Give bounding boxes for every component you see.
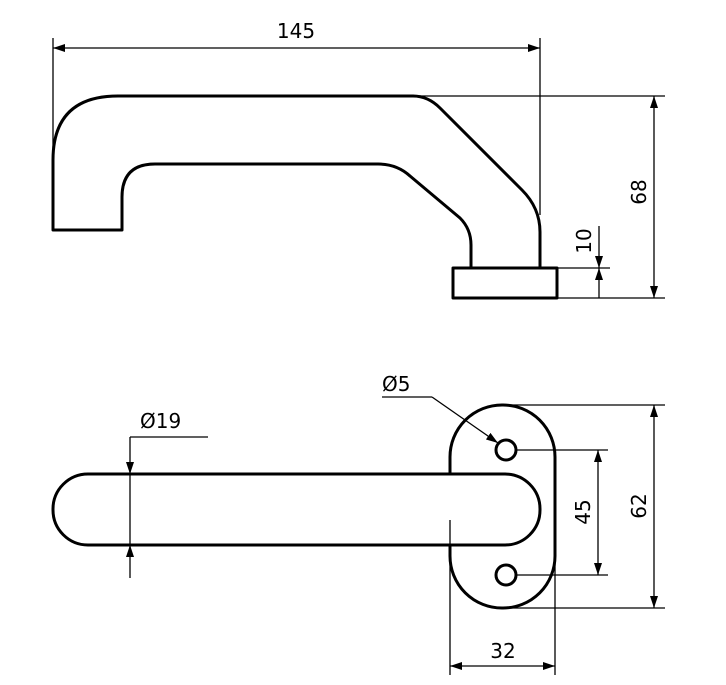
side-view: 145 68 10 (51, 19, 665, 300)
leader-line (431, 396, 499, 444)
dim-rose-width-label: 32 (490, 639, 515, 663)
grip-bar (51, 472, 542, 547)
dim-rose-length-label: 62 (627, 493, 651, 518)
dim-rose-thickness-label: 10 (572, 228, 596, 253)
rose-side-view (451, 266, 559, 300)
screw-hole-top (494, 438, 518, 462)
dim-hole-diameter-label: Ø5 (382, 372, 410, 396)
dim-length-label: 145 (277, 19, 315, 43)
dim-height-label: 68 (627, 179, 651, 204)
handle-side-profile (51, 94, 542, 270)
dim-hole-spacing-label: 45 (571, 499, 595, 524)
top-view: Ø5 Ø19 45 62 32 (51, 372, 665, 675)
dim-grip-diameter-label: Ø19 (140, 409, 181, 433)
screw-hole-bottom (494, 563, 518, 587)
